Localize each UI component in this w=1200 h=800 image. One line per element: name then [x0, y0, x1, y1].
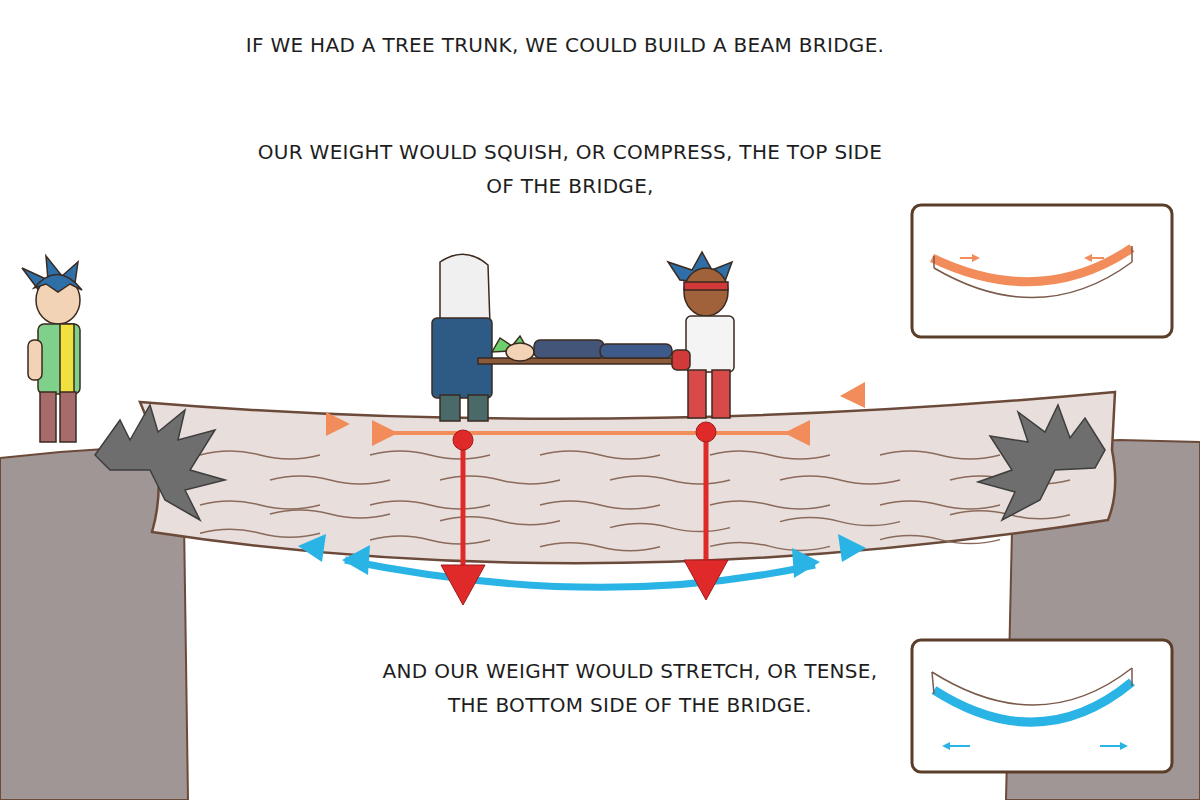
- grain-stroke: [710, 542, 830, 550]
- grain-stroke: [200, 501, 320, 509]
- carrier-right: [668, 252, 734, 418]
- wood-grain: [200, 451, 1070, 551]
- grain-stroke: [610, 476, 730, 484]
- tension-arrows: [298, 534, 866, 587]
- grain-stroke: [710, 451, 830, 459]
- grain-stroke: [880, 501, 1000, 509]
- grain-stroke: [780, 518, 900, 526]
- compression-arrows: [326, 382, 865, 446]
- tension-note: AND OUR WEIGHT WOULD STRETCH, OR TENSE, …: [370, 654, 890, 722]
- grain-stroke: [200, 529, 320, 537]
- tension-inset: [912, 640, 1172, 772]
- tree-trunk-beam: [140, 392, 1115, 563]
- grain-stroke: [270, 476, 390, 484]
- narration-title: IF WE HAD A TREE TRUNK, WE COULD BUILD A…: [140, 28, 990, 62]
- grass-tuft: [978, 405, 1105, 520]
- carrier-left: [432, 254, 492, 421]
- walking-boy: [22, 256, 82, 442]
- weight-arrows: [441, 422, 728, 605]
- grain-stroke: [270, 510, 390, 518]
- compression-inset: [912, 205, 1172, 337]
- grain-stroke: [370, 451, 490, 459]
- stretcher-with-patient: [478, 336, 690, 364]
- grain-stroke: [880, 451, 1000, 459]
- grain-stroke: [780, 476, 900, 484]
- grain-stroke: [440, 517, 560, 525]
- grain-stroke: [200, 451, 320, 459]
- grain-stroke: [370, 501, 490, 509]
- grain-stroke: [540, 543, 660, 551]
- grain-stroke: [540, 451, 660, 459]
- grain-stroke: [440, 476, 560, 484]
- grain-stroke: [880, 536, 1000, 544]
- grass-tuft: [95, 405, 225, 520]
- grain-stroke: [610, 524, 730, 532]
- grain-stroke: [370, 536, 490, 544]
- compression-note: OUR WEIGHT WOULD SQUISH, OR COMPRESS, TH…: [250, 135, 890, 203]
- grain-stroke: [710, 501, 830, 509]
- grain-stroke: [540, 501, 660, 509]
